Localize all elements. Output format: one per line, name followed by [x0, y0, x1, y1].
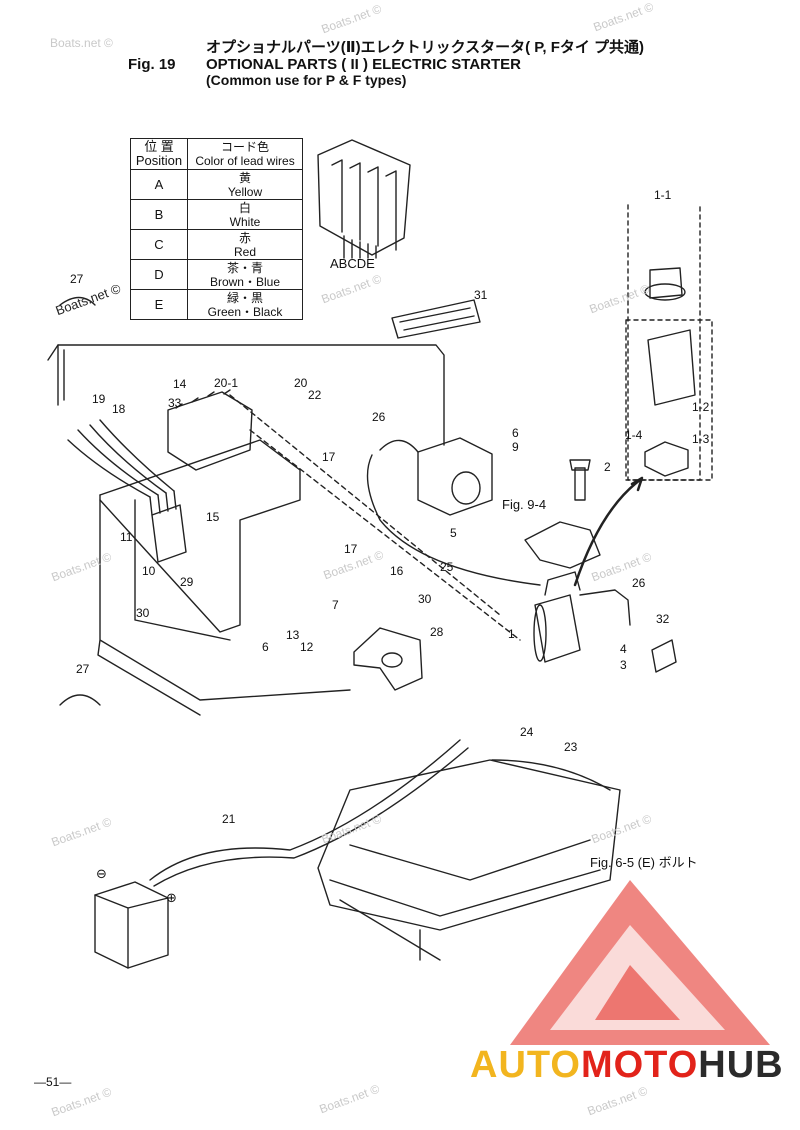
callout-2: 2 — [604, 460, 611, 474]
callout-6-mid: 6 — [262, 640, 269, 654]
callout-24: 24 — [520, 725, 534, 739]
lead-color-table: 位 置 Position コード色 Color of lead wires A … — [130, 138, 303, 320]
callout-15: 15 — [206, 510, 220, 524]
automotohub-logo: AUTOMOTOHUB — [470, 1044, 784, 1087]
callout-33: 33 — [168, 396, 182, 410]
header-color: コード色 Color of lead wires — [187, 138, 303, 170]
callout-10: 10 — [142, 564, 156, 578]
callout-19: 19 — [92, 392, 106, 406]
position-cell: A — [130, 169, 188, 200]
logo-part-auto: AUTO — [470, 1044, 581, 1086]
logo-part-moto: MOTO — [580, 1044, 699, 1086]
title-english: OPTIONAL PARTS ( II ) ELECTRIC STARTER — [206, 56, 521, 73]
position-cell: E — [130, 289, 188, 320]
rectifier-unit-drawing — [317, 139, 411, 259]
header-position-jp: 位 置 — [144, 139, 174, 154]
minus-terminal-icon: ⊖ — [96, 866, 107, 881]
callout-9: 9 — [512, 440, 519, 454]
callout-1: 1 — [508, 627, 515, 641]
clamp-27-drawing — [59, 694, 101, 706]
callout-7: 7 — [332, 598, 339, 612]
header-color-en: Color of lead wires — [195, 154, 295, 168]
callout-1-3: 1-3 — [692, 432, 710, 446]
callout-31: 31 — [474, 288, 488, 302]
callout-27-lower: 27 — [76, 662, 90, 676]
callout-1-4: 1-4 — [625, 428, 643, 442]
color-en: White — [229, 214, 261, 229]
callout-12: 12 — [300, 640, 314, 654]
callout-30-right: 30 — [418, 592, 432, 606]
callout-13: 13 — [286, 628, 300, 642]
callout-32: 32 — [656, 612, 670, 626]
callout-1-1: 1-1 — [654, 188, 672, 202]
callout-5: 5 — [450, 526, 457, 540]
callout-27-top: 27 — [70, 272, 84, 286]
header-position-en: Position — [135, 153, 183, 168]
starter-motor-drawing — [533, 571, 631, 663]
watermark: Boats.net © — [50, 36, 113, 50]
harness-cable-drawing — [47, 344, 445, 446]
battery-drawing — [94, 881, 169, 969]
callout-21: 21 — [222, 812, 236, 826]
color-en: Red — [233, 244, 256, 259]
page-number: —51— — [34, 1075, 72, 1089]
logo-part-hub: HUB — [698, 1044, 784, 1086]
callout-20: 20 — [294, 376, 308, 390]
color-en: Yellow — [227, 184, 263, 199]
callout-1-2: 1-2 — [692, 400, 710, 414]
cowling-drawing — [317, 759, 621, 931]
rectifier-10-drawing — [151, 504, 187, 563]
callout-23: 23 — [564, 740, 578, 754]
callout-30-left: 30 — [136, 606, 150, 620]
callout-14: 14 — [173, 377, 187, 391]
color-jp: 赤 — [238, 230, 251, 245]
automotohub-logo-mark — [510, 880, 770, 1045]
fig-9-4-label: Fig. 9-4 — [502, 497, 547, 512]
color-en: Green・Black — [207, 304, 283, 319]
callout-29: 29 — [180, 575, 194, 589]
color-jp: 白 — [238, 200, 251, 215]
callout-17-mid: 17 — [344, 542, 358, 556]
battery-cable-drawing — [149, 739, 461, 881]
callout-11: 11 — [120, 530, 133, 544]
bracket-frame-drawing — [99, 439, 301, 633]
callout-6-top: 6 — [512, 426, 519, 440]
subtitle: (Common use for P & F types) — [206, 72, 407, 88]
color-jp: 茶・青 — [226, 260, 263, 275]
callout-28: 28 — [430, 625, 444, 639]
callout-26-right: 26 — [632, 576, 646, 590]
callout-4: 4 — [620, 642, 627, 656]
position-cell: D — [130, 259, 188, 290]
callout-17-top: 17 — [322, 450, 336, 464]
bracket-28-drawing — [353, 627, 423, 691]
callout-26-top: 26 — [372, 410, 386, 424]
connector-label: ABCDE — [330, 256, 375, 271]
callout-18: 18 — [112, 402, 126, 416]
plus-terminal-icon: ⊕ — [166, 890, 177, 905]
callout-22: 22 — [308, 388, 322, 402]
fig-6-5-label: Fig. 6-5 (E) ボルト — [590, 855, 698, 870]
figure-label: Fig. 19 — [128, 56, 176, 73]
table-header-row: 位 置 Position コード色 Color of lead wires — [130, 138, 303, 170]
color-jp: 緑・黒 — [226, 290, 263, 305]
color-en: Brown・Blue — [209, 274, 281, 289]
callout-16: 16 — [390, 564, 404, 578]
callout-3: 3 — [620, 658, 627, 672]
callout-25: 25 — [440, 560, 454, 574]
callout-20-1: 20-1 — [214, 376, 239, 390]
title-japanese: オプショナルパーツ(Ⅱ)エレクトリックスタータ( P, Fタイ プ共通) — [206, 39, 645, 56]
color-jp: 黄 — [238, 170, 251, 185]
regulator-drawing — [167, 391, 253, 471]
header-color-jp: コード色 — [220, 140, 269, 154]
starter-relay-drawing — [417, 437, 493, 516]
arrow-drawing — [573, 478, 642, 587]
